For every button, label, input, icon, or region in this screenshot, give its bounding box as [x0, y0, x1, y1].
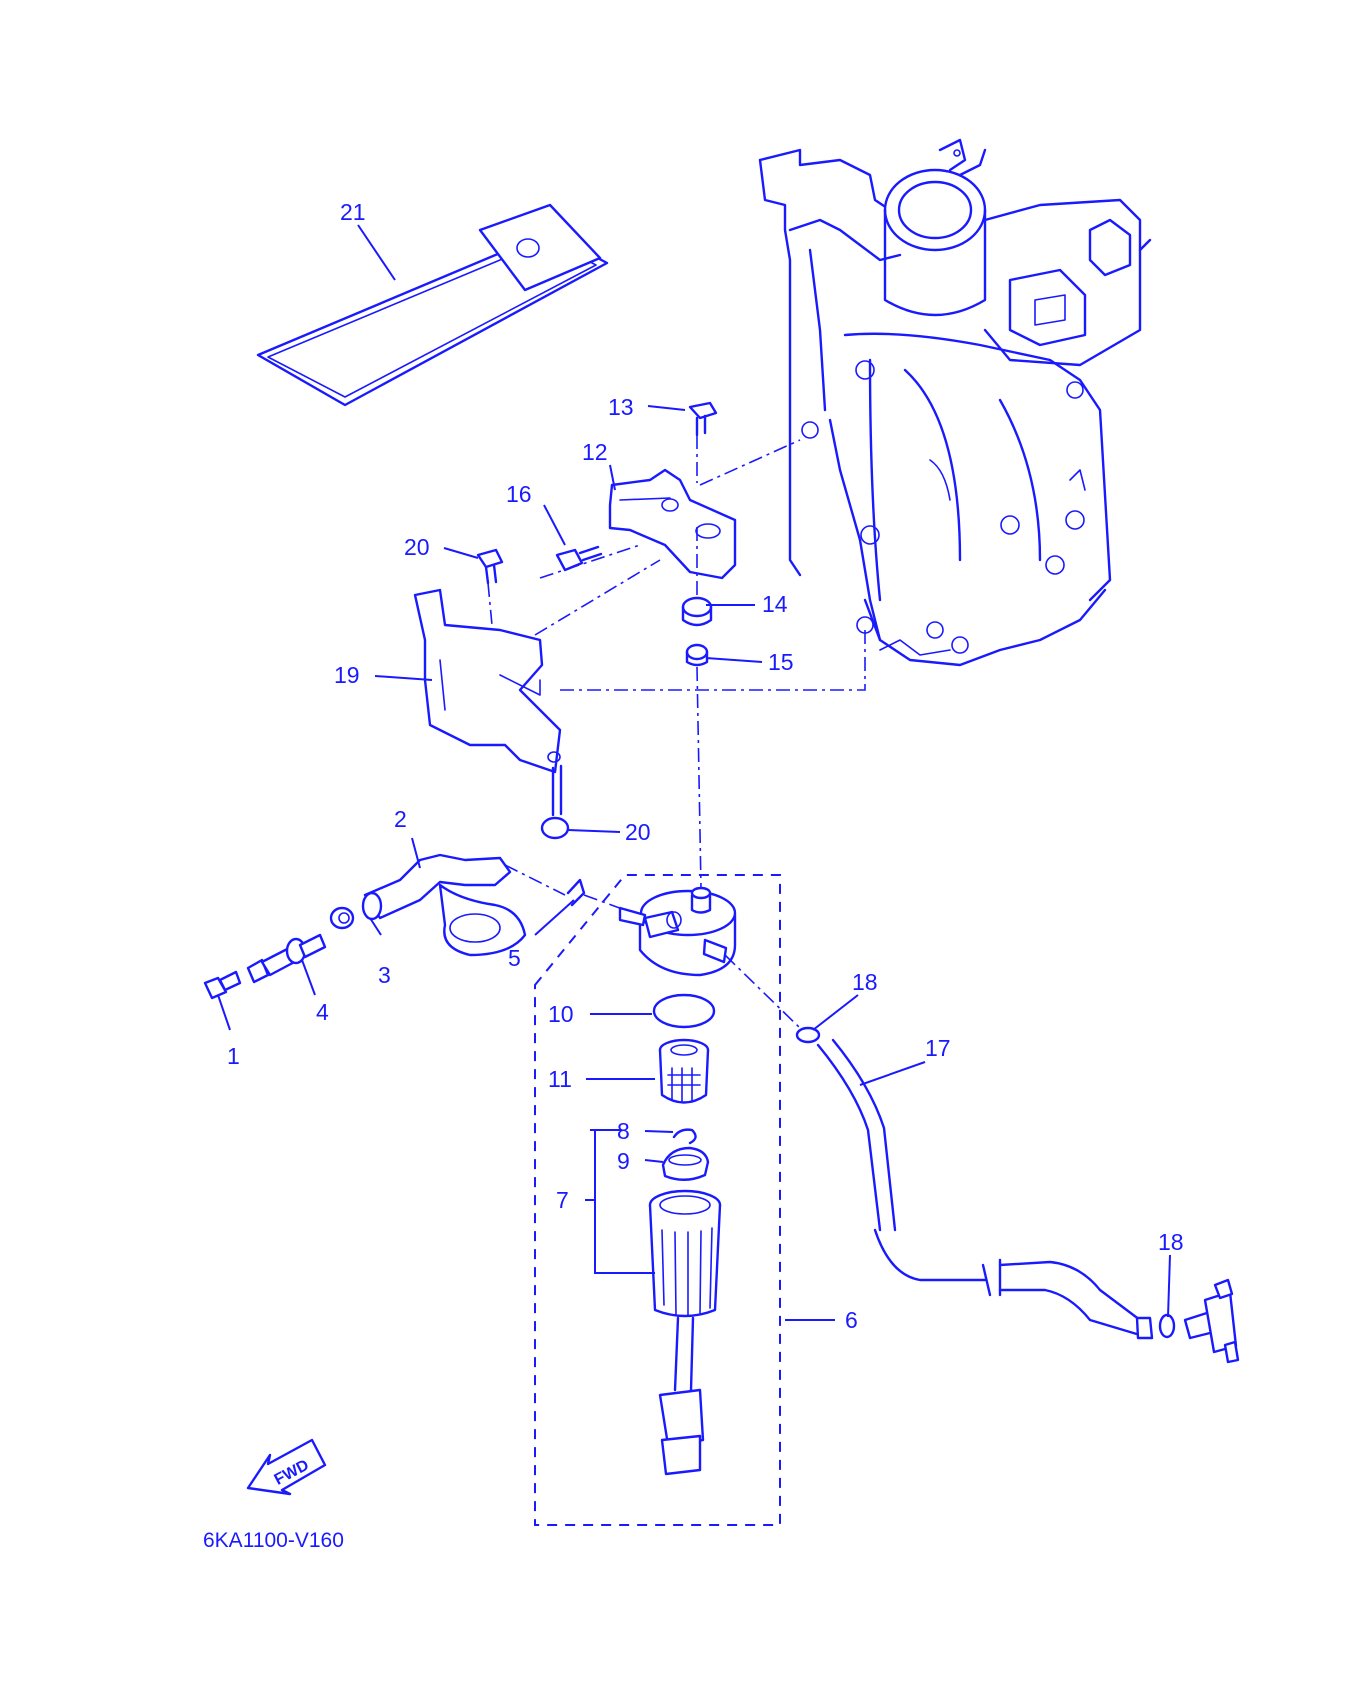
callout-2: 2 [394, 806, 407, 832]
part-5-clip [566, 878, 586, 907]
part-18-clip-top [795, 1026, 821, 1044]
part-7-filter-cup [648, 1189, 722, 1476]
callout-19: 19 [334, 662, 360, 688]
part-4-joint [246, 933, 327, 984]
part-10-o-ring [652, 993, 716, 1029]
part-9-float [661, 1146, 710, 1181]
callout-18-bottom: 18 [1158, 1229, 1184, 1255]
callout-4: 4 [316, 999, 329, 1025]
alignment-lines [487, 435, 866, 1029]
callout-labels: 21 13 12 16 20 14 15 19 20 2 3 5 4 1 18 … [227, 199, 1184, 1333]
callout-21: 21 [340, 199, 366, 225]
diagram-code: 6KA1100-V160 [203, 1529, 344, 1552]
part-19-cover [413, 588, 562, 774]
part-20-bolt-bottom [540, 764, 570, 840]
callout-8: 8 [617, 1118, 630, 1144]
callout-15: 15 [768, 649, 794, 675]
callout-12: 12 [582, 439, 608, 465]
part-8-clip [672, 1128, 697, 1145]
part-13-bolt [688, 401, 718, 437]
callout-16: 16 [506, 481, 532, 507]
filter-head [618, 886, 737, 977]
leader-lines [217, 224, 1171, 1321]
callout-20-bottom: 20 [625, 819, 651, 845]
part-3-clip [329, 906, 355, 930]
callout-11: 11 [548, 1066, 572, 1092]
callout-5: 5 [508, 945, 521, 971]
fwd-arrow-icon [246, 1438, 327, 1496]
part-15-collar [685, 643, 709, 667]
part-16-bolt [555, 545, 603, 572]
callout-3: 3 [378, 962, 391, 988]
callout-14: 14 [762, 591, 788, 617]
engine-block [758, 138, 1152, 667]
part-2-hose [361, 853, 527, 957]
callout-6: 6 [845, 1307, 858, 1333]
callout-9: 9 [617, 1148, 630, 1174]
t-joint [1183, 1278, 1240, 1364]
part-21-pouch [256, 203, 609, 407]
part-17-hose [816, 1038, 1154, 1340]
group-6-boundary [534, 874, 781, 1526]
callout-7: 7 [556, 1187, 569, 1213]
part-20-bolt-top [476, 548, 504, 585]
callout-20-top: 20 [404, 534, 430, 560]
callout-18-top: 18 [852, 969, 878, 995]
callout-17: 17 [925, 1035, 951, 1061]
callout-1: 1 [227, 1043, 240, 1069]
callout-10: 10 [548, 1001, 574, 1027]
part-14-grommet [681, 596, 713, 627]
part-11-element [658, 1038, 710, 1104]
part-1-screw [203, 970, 242, 1000]
part-12-bracket [608, 468, 737, 580]
part-18-clip-bottom [1158, 1313, 1176, 1339]
callout-13: 13 [608, 394, 634, 420]
